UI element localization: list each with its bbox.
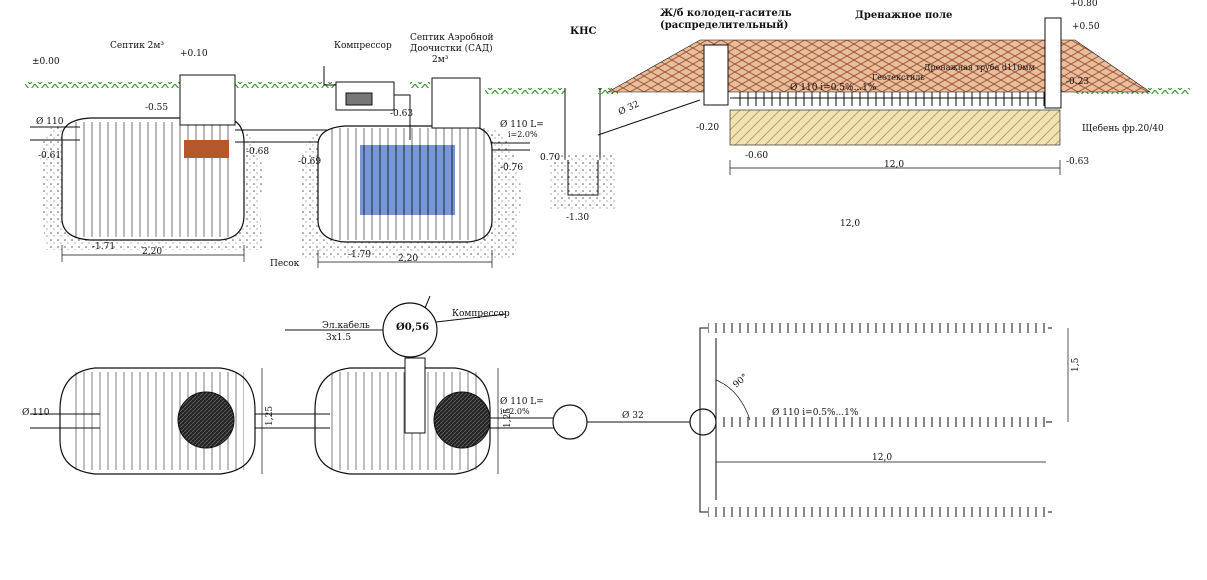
label-d110-bottom: Ø 110 xyxy=(22,407,50,418)
label-kns: КНС xyxy=(570,26,597,37)
label-sad-3: 2м³ xyxy=(432,55,449,65)
label-d32-top: Ø 32 xyxy=(617,99,641,118)
level-055: -0.55 xyxy=(145,103,168,113)
label-d056: Ø0,56 xyxy=(396,322,429,333)
level-063: -0.63 xyxy=(390,109,413,119)
dim-220-b: 2,20 xyxy=(398,254,418,264)
level-069: -0.69 xyxy=(298,157,321,167)
label-sand: Песок xyxy=(270,259,300,269)
level-171: -1.71 xyxy=(92,242,115,252)
label-pipe-l2: Ø 110 L= xyxy=(500,396,544,407)
level-068: -0.68 xyxy=(246,147,269,157)
label-drain-field: Дренажное поле xyxy=(855,10,952,21)
level-063b: -0.63 xyxy=(1066,157,1089,167)
label-septic2: Септик 2м³ xyxy=(110,41,164,51)
label-compressor-bottom: Компрессор xyxy=(452,309,510,319)
plan-compressor xyxy=(285,295,507,358)
dimensions-bottom xyxy=(261,368,499,474)
level-020: -0.20 xyxy=(696,123,719,133)
dim-125-b: 1,25 xyxy=(503,408,513,428)
label-compressor-top: Компрессор xyxy=(334,41,392,51)
label-pipe-slope: Ø 110 i=0.5%...1% xyxy=(790,82,877,93)
level-060: -0.60 xyxy=(745,151,768,161)
compressor-unit-top xyxy=(323,66,411,140)
label-cable-1: Эл.кабель xyxy=(322,320,370,331)
septic-tank-1 xyxy=(30,74,330,241)
label-d110-top: Ø 110 xyxy=(36,116,64,127)
label-geotextile: Геотекстиль xyxy=(872,73,925,82)
level-010: +0.10 xyxy=(180,49,208,59)
level-179: -1.79 xyxy=(348,250,371,260)
plan-tank-1 xyxy=(30,367,256,475)
pump-station xyxy=(550,88,701,210)
label-slope-2b: i=2.0% xyxy=(500,407,530,416)
plan-pump-well xyxy=(552,404,717,440)
label-pipe-l: Ø 110 L= xyxy=(500,119,544,130)
level-050: +0.50 xyxy=(1072,22,1100,32)
dim-120-a: 12,0 xyxy=(884,160,904,170)
septic-tank-aerobic xyxy=(317,77,530,243)
level-061: -0.61 xyxy=(38,151,61,161)
level-080: +0.80 xyxy=(1070,0,1098,9)
plan-tank-2 xyxy=(255,357,555,475)
dim-125-a: 1,25 xyxy=(265,406,275,426)
label-cable-2: 3х1.5 xyxy=(326,333,351,343)
level-070: 0.70 xyxy=(540,153,560,163)
drainage-field xyxy=(606,17,1151,146)
dim-120-b: 12,0 xyxy=(840,219,860,229)
label-slope-2: i=2.0% xyxy=(508,130,538,139)
label-angle: 90° xyxy=(732,372,751,390)
dim-15: 1,5 xyxy=(1071,357,1081,372)
label-pipe-slope-bottom: Ø 110 i=0.5%...1% xyxy=(772,407,859,418)
dim-220-a: 2,20 xyxy=(142,247,162,257)
level-130: -1.30 xyxy=(566,213,589,223)
label-gravel: Щебень фр.20/40 xyxy=(1082,123,1164,134)
label-sad-1: Септик Аэробной xyxy=(410,32,494,43)
dim-120-c: 12,0 xyxy=(872,453,892,463)
plan-drain-lines xyxy=(699,323,1069,517)
label-d32-bottom: Ø 32 xyxy=(622,410,644,421)
level-023: -0.23 xyxy=(1066,77,1089,87)
level-000: ±0.00 xyxy=(32,57,60,67)
label-sad-2: Доочистки (САД) xyxy=(410,43,493,54)
label-drain-pipe: Дренажная труба d110мм xyxy=(924,63,1035,72)
label-well-1: Ж/б колодец-гаситель xyxy=(660,8,792,19)
label-well-2: (распределительный) xyxy=(660,20,788,31)
level-076: -0.76 xyxy=(500,163,523,173)
dimensions-top xyxy=(61,160,1061,268)
